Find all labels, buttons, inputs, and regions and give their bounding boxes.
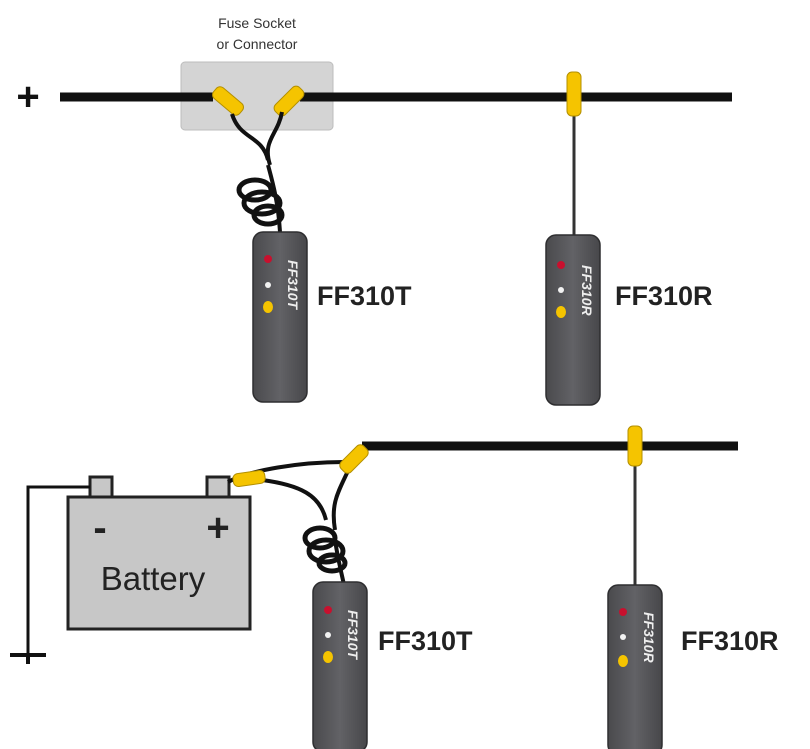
alligator-clip-right — [273, 85, 305, 117]
transmitter-device-bottom: FF310T — [312, 581, 368, 749]
bottom-diagram: - + Battery FF310T — [10, 425, 779, 749]
transmitter-body-text: FF310T — [285, 260, 301, 310]
coiled-cord — [236, 177, 285, 227]
yellow-button-icon — [618, 655, 628, 667]
receiver-device-top: FF310R — [545, 234, 601, 406]
yellow-button-icon — [556, 306, 566, 318]
battery: - + Battery — [66, 475, 252, 631]
battery-label: Battery — [101, 560, 206, 597]
receiver-device-bottom: FF310R — [607, 584, 663, 749]
red-led-icon — [619, 608, 627, 616]
battery-body — [66, 495, 252, 631]
coiled-cord — [302, 525, 348, 574]
battery-terminal-negative — [88, 475, 114, 499]
white-led-icon — [620, 634, 626, 640]
transmitter-model-label: FF310T — [378, 626, 473, 656]
fuse-label-line2: or Connector — [217, 36, 298, 52]
top-diagram: Fuse Socket or Connector + FF310T — [16, 15, 732, 406]
receiver-body-text: FF310R — [641, 612, 657, 663]
receiver-model-label: FF310R — [681, 626, 779, 656]
yellow-button-icon — [323, 651, 333, 663]
alligator-clip-battery — [232, 469, 266, 488]
battery-plus-sign: + — [206, 506, 229, 550]
receiver-clip-bottom — [627, 425, 643, 467]
receiver-body-text: FF310R — [579, 265, 595, 316]
fuse-label-line1: Fuse Socket — [218, 15, 296, 31]
positive-symbol: + — [16, 75, 39, 119]
red-led-icon — [324, 606, 332, 614]
red-led-icon — [557, 261, 565, 269]
white-led-icon — [558, 287, 564, 293]
transmitter-lead — [230, 111, 284, 233]
white-led-icon — [265, 282, 271, 288]
battery-terminal-positive — [205, 475, 231, 499]
alligator-clip-left — [212, 86, 244, 116]
white-led-icon — [325, 632, 331, 638]
receiver-clip-top — [566, 71, 582, 117]
receiver-model-label: FF310R — [615, 281, 713, 311]
alligator-clip-wire — [339, 444, 369, 474]
yellow-button-icon — [263, 301, 273, 313]
transmitter-device-top: FF310T — [252, 231, 308, 403]
transmitter-lead-bottom — [227, 460, 354, 586]
red-led-icon — [264, 255, 272, 263]
ground-wire — [26, 485, 90, 655]
transmitter-model-label: FF310T — [317, 281, 412, 311]
transmitter-body-text: FF310T — [345, 610, 361, 660]
battery-minus-sign: - — [93, 506, 106, 550]
ground-symbol-icon — [10, 653, 46, 664]
